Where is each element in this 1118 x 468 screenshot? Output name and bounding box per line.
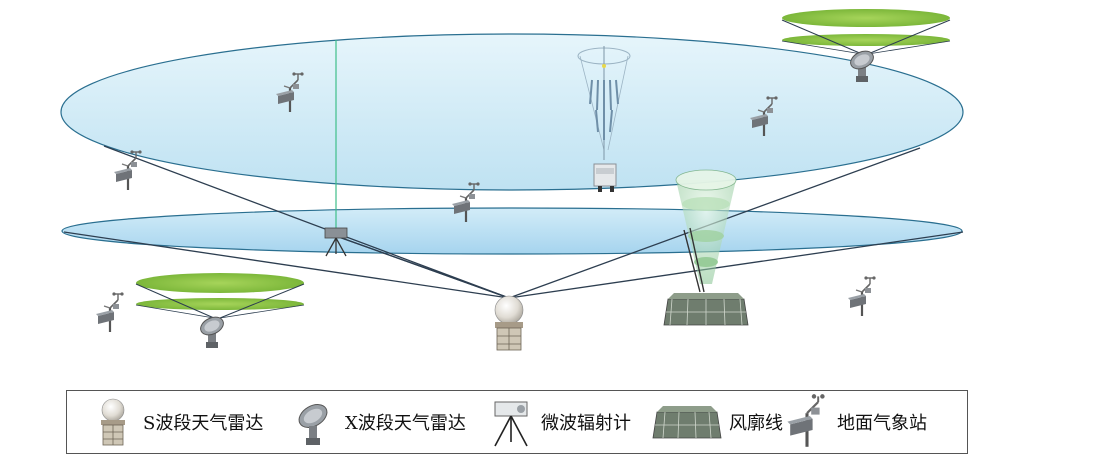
upper-coverage-disc	[60, 33, 964, 191]
legend-item-x-band-radar: X波段天气雷达	[291, 391, 466, 453]
ground-station-5	[94, 291, 125, 334]
profiler-antenna-tower	[577, 46, 631, 192]
ground-weather-station-icon	[787, 394, 825, 447]
legend-label-wind-profiler: 风廓线	[729, 413, 783, 434]
microwave-radiometer-icon	[494, 401, 528, 447]
x-band-radar-icon	[298, 404, 328, 445]
legend-label-s-band-radar: S波段天气雷达	[143, 413, 264, 434]
legend-item-ground-station: 地面气象站	[783, 391, 927, 453]
legend-item-wind-profiler: 风廓线	[651, 391, 783, 453]
ground-station-6	[846, 275, 877, 318]
wind-profiler-installation	[663, 293, 749, 326]
s-band-radar-icon	[101, 398, 125, 446]
x-radar-top-right	[781, 9, 951, 83]
x-radar-bottom-left	[135, 273, 305, 349]
legend-label-x-band-radar: X波段天气雷达	[345, 413, 466, 434]
legend-item-s-band-radar: S波段天气雷达	[89, 391, 263, 453]
wind-profiler-beams	[675, 169, 737, 293]
ground-station-2	[112, 149, 143, 192]
legend-label-ground-station: 地面气象站	[837, 413, 927, 434]
legend-label-microwave-radiometer: 微波辐射计	[541, 413, 631, 434]
lower-coverage-disc	[61, 207, 963, 255]
microwave-radiometer-map	[324, 227, 348, 257]
legend: S波段天气雷达 X波段天气雷达 微波辐射计	[66, 390, 968, 454]
legend-item-microwave-radiometer: 微波辐射计	[487, 391, 631, 453]
wind-profiler-icon	[652, 406, 722, 439]
s-band-radar-map	[494, 295, 524, 351]
